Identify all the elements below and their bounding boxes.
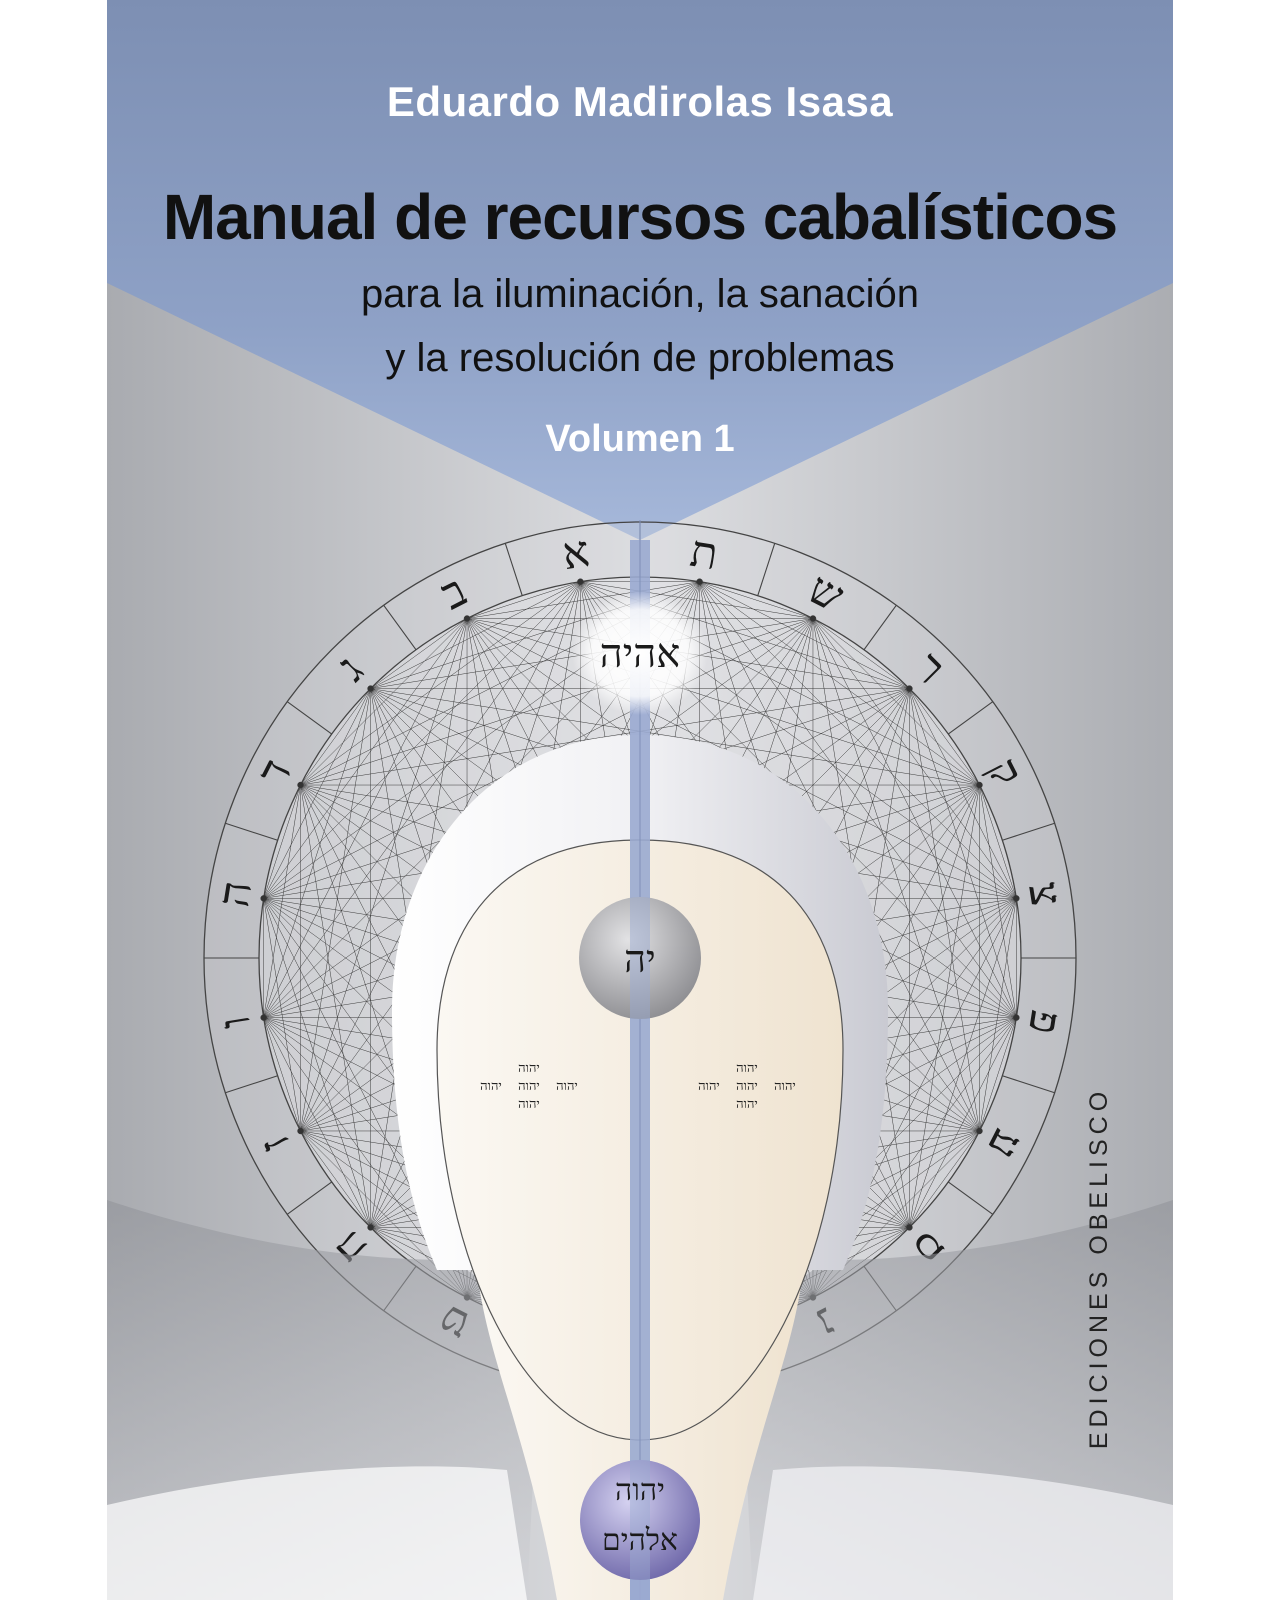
right-eye-word: יהוה: [698, 1079, 720, 1094]
cover-illustration: תשרקצפעסנמיטחזוהדגבא אהיה יה יהוה: [107, 0, 1173, 1600]
ring-divider: [225, 1075, 278, 1094]
book-cover: תשרקצפעסנמיטחזוהדגבא אהיה יה יהוה: [107, 0, 1173, 1600]
ring-divider: [863, 604, 897, 651]
left-eye-word: יהוה: [480, 1079, 502, 1094]
ring-divider: [1002, 822, 1055, 841]
left-eye-word: יהוה: [518, 1079, 540, 1094]
publisher-name: EDICIONES OBELISCO: [1085, 1086, 1113, 1450]
ring-divider: [757, 543, 776, 596]
ring-divider: [947, 701, 994, 735]
right-eye-word: יהוה: [736, 1061, 758, 1076]
crown-glow: [572, 591, 708, 715]
eye-words: יהוה יהוה יהוה יהוה יהוה יהוה יהוה יהוה יהוה יהוה: [480, 1061, 796, 1112]
crown-name: אהיה: [600, 631, 681, 677]
right-eye-word: יהוה: [736, 1097, 758, 1112]
volume-label: Volumen 1: [545, 418, 735, 460]
left-eye-word: יהוה: [556, 1079, 578, 1094]
ring-divider: [383, 604, 417, 651]
ring-divider: [1002, 1075, 1055, 1094]
ring-divider: [286, 1181, 333, 1215]
throat-name-line1: יהוה: [615, 1473, 665, 1508]
book-title: Manual de recursos cabalísticos: [162, 181, 1118, 253]
third-eye-name: יה: [624, 937, 656, 981]
right-eye-word: יהוה: [774, 1079, 796, 1094]
ring-divider: [504, 543, 523, 596]
author-name: Eduardo Madirolas Isasa: [386, 78, 894, 125]
left-eye-word: יהוה: [518, 1061, 540, 1076]
title-banner: [107, 0, 1173, 540]
throat-name-line2: אלהים: [602, 1523, 678, 1558]
left-eye-word: יהוה: [518, 1097, 540, 1112]
right-eye-word: יהוה: [736, 1079, 758, 1094]
subtitle-line-2: y la resolución de problemas: [385, 336, 895, 380]
ring-divider: [286, 701, 333, 735]
ring-divider: [225, 822, 278, 841]
throat-circle: [580, 1460, 700, 1580]
ring-divider: [947, 1181, 994, 1215]
subtitle-line-1: para la iluminación, la sanación: [360, 272, 920, 316]
